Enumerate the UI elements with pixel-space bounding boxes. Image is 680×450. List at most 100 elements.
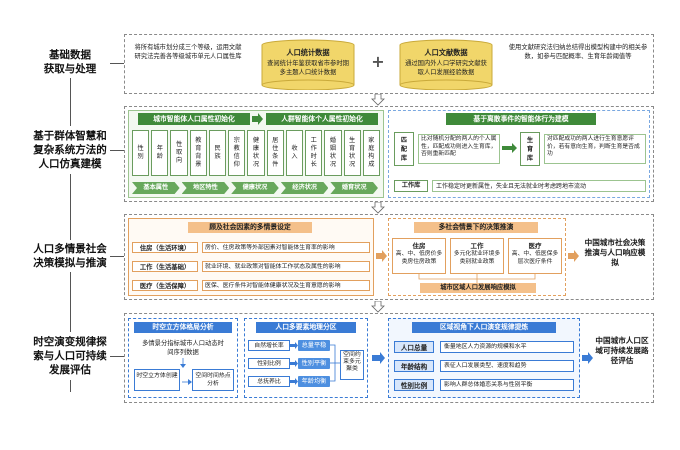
factor-text-medical: 医保、医疗条件对智能体健康状况及生育意愿的影响 [202, 280, 370, 291]
scenario-medical [508, 238, 562, 274]
down-arrow-icon [371, 94, 385, 106]
event-title: 基于离散事件的智能体行为建模 [446, 113, 596, 125]
scenario-work-text: 多元化就业环境多类别就业政策 [453, 251, 501, 265]
work-label: 工作库 [394, 180, 428, 192]
geo-title: 人口多要素地理分区 [256, 322, 356, 333]
attribute-label: 婚姻状况 [329, 137, 336, 168]
factor-label-medical: 医疗（生活保障） [132, 280, 198, 291]
attribute-1: 年龄 [151, 130, 169, 176]
factors-title: 顾及社会因素的多情景设定 [188, 222, 312, 233]
geo-factor-sex: 性别比例 [248, 358, 290, 369]
stage-4-panel [124, 313, 654, 403]
down-arrow-icon [371, 301, 385, 313]
attribute-label: 收入 [291, 145, 298, 160]
match-label: 匹配库 [394, 132, 414, 166]
birth-text: 对匹配成功的两人进行生育意愿评价，若有意向生育，判断生育是否成功 [544, 134, 646, 164]
attribute-label: 宗教信仰 [233, 137, 240, 168]
attribute-10: 婚姻状况 [324, 130, 342, 176]
hotspot-label: 空间时间热点分析 [192, 369, 234, 391]
stage-1-left-text: 将所有城市划分成三个等级，运用文献研究法完善各等级城市单元人口属性库 [134, 44, 242, 60]
stage-label-2: 基于群体智慧和 复杂系统方法的 人口仿真建模 [18, 126, 122, 174]
attribute-3: 教育背景 [189, 130, 207, 176]
cluster-label: 空间约束多元聚类 [340, 350, 364, 380]
category-1: 地区特性 [182, 182, 230, 194]
stage-4-result: 中国城市人口区域可持续发展路径评估 [595, 336, 649, 365]
attribute-12: 家庭构成 [362, 130, 380, 176]
eval-label-age: 年龄结构 [394, 360, 434, 372]
attribute-label: 性别 [137, 145, 144, 160]
attribute-label: 健康状况 [252, 137, 260, 168]
scenario-housing [392, 238, 446, 274]
eval-text-sex: 影响人群总体婚恋关系与性别平衡 [440, 379, 574, 391]
arrow-right-icon [376, 250, 387, 262]
stage-label-1: 基础数据 获取与处理 [18, 46, 122, 78]
down-arrow-icon [371, 202, 385, 214]
attribute-label: 家庭构成 [368, 137, 375, 168]
connector-4 [110, 356, 124, 357]
stage-3-panel [124, 214, 654, 300]
arrow-right-icon [582, 352, 593, 364]
geo-factor-dependency: 总抚养比 [248, 376, 290, 387]
category-3: 经济状况 [281, 182, 329, 194]
database-icon-2 [399, 39, 493, 90]
attribute-label: 教育背景 [195, 137, 202, 168]
multi-title: 多社会情景下的决策推演 [414, 222, 538, 233]
stage-1-panel [124, 34, 654, 94]
db2-title: 人口文献数据 [424, 48, 468, 57]
pattern-text: 多情景分指标城市人口动态时间序列数据 [142, 340, 224, 356]
database-icon-1 [261, 39, 355, 90]
factor-label-housing: 住房（生活环境） [132, 242, 198, 253]
scenario-work-title: 工作 [470, 242, 484, 250]
attribute-label: 年龄 [156, 145, 163, 160]
factor-label-work: 工作（生活基础） [132, 261, 198, 272]
attribute-label: 工作时长 [310, 137, 317, 168]
attribute-7: 居住条件 [266, 130, 284, 176]
attribute-4: 民族 [208, 130, 227, 176]
arrow-right-icon [502, 143, 517, 153]
arrow-right-icon [252, 113, 263, 125]
attribute-0: 性别 [132, 130, 150, 176]
left-spine [70, 52, 71, 392]
attribute-label: 性取向 [175, 141, 183, 164]
birth-label: 生育库 [520, 132, 540, 166]
eval-label-sex: 性别比例 [394, 379, 434, 391]
stage-2-panel [124, 106, 654, 202]
eval-text-total: 衡量地区人力资源的规模和水平 [440, 341, 574, 353]
attribute-label: 生育状况 [349, 137, 356, 168]
pattern-title: 时空立方体格局分析 [134, 322, 232, 333]
attribute-6: 健康状况 [247, 130, 265, 176]
scenario-work [450, 238, 504, 274]
arrow-right-icon [372, 352, 385, 364]
stage-label-3: 人口多情景社会 决策模拟与推演 [18, 240, 122, 272]
arrow-right-icon [568, 250, 579, 262]
scenario-housing-text: 高、中、低房价多类房住房政策 [395, 251, 443, 265]
attribute-8: 收入 [285, 130, 304, 176]
stage-3-result: 中国城市社会决策推演与人口响应模拟 [584, 238, 646, 267]
city-init-header: 城市智能体人口属性初始化 [138, 113, 250, 125]
pattern-flow-lines [180, 358, 192, 385]
factor-text-housing: 房价、住房政策等外部因素对智能体生育率的影响 [202, 242, 370, 253]
geo-result-total: 总量平稳 [298, 340, 330, 351]
stage-1-right-text: 使用文献研究法归纳总结得出模型构建中的相关参数，如参与匹配概率、生育年龄阈值等 [508, 44, 648, 60]
eval-label-total: 人口总量 [394, 341, 434, 353]
factor-text-work: 就业环境、就业政策对智能体工作状态及属性的影响 [202, 261, 370, 272]
plus-sign: + [371, 52, 385, 71]
attribute-5: 宗教信仰 [228, 130, 246, 176]
db2-text: 通过国内外人口学研究文献获取人口发展经验数据 [405, 60, 487, 76]
birth-label-text: 生育库 [526, 136, 534, 162]
geo-arrows [290, 342, 298, 385]
scenario-housing-title: 住房 [412, 242, 426, 250]
attribute-9: 工作时长 [305, 130, 323, 176]
attribute-11: 生育状况 [343, 130, 361, 176]
match-label-text: 匹配库 [400, 136, 408, 162]
geo-factor-growth: 自然增长率 [248, 340, 290, 351]
attribute-row: 性别年龄 性取向 教育背景 民族 宗教信仰 健康状况居住条件收入 工作时长 婚姻状况 生育状况 家… [132, 130, 380, 176]
connector-1 [110, 63, 124, 64]
attribute-label: 民族 [214, 145, 221, 160]
category-0: 基本属性 [132, 182, 180, 194]
work-text: 工作稳定时更新属性，失业且无法就业时考虑跨地市流动 [432, 180, 646, 192]
stage-label-4: 时空演变规律探 索与人口可持续 发展评估 [18, 332, 122, 380]
cube-label: 时空立方体创建 [134, 369, 180, 391]
geo-result-sex: 性别平衡 [298, 358, 330, 369]
connector-3 [110, 256, 124, 257]
